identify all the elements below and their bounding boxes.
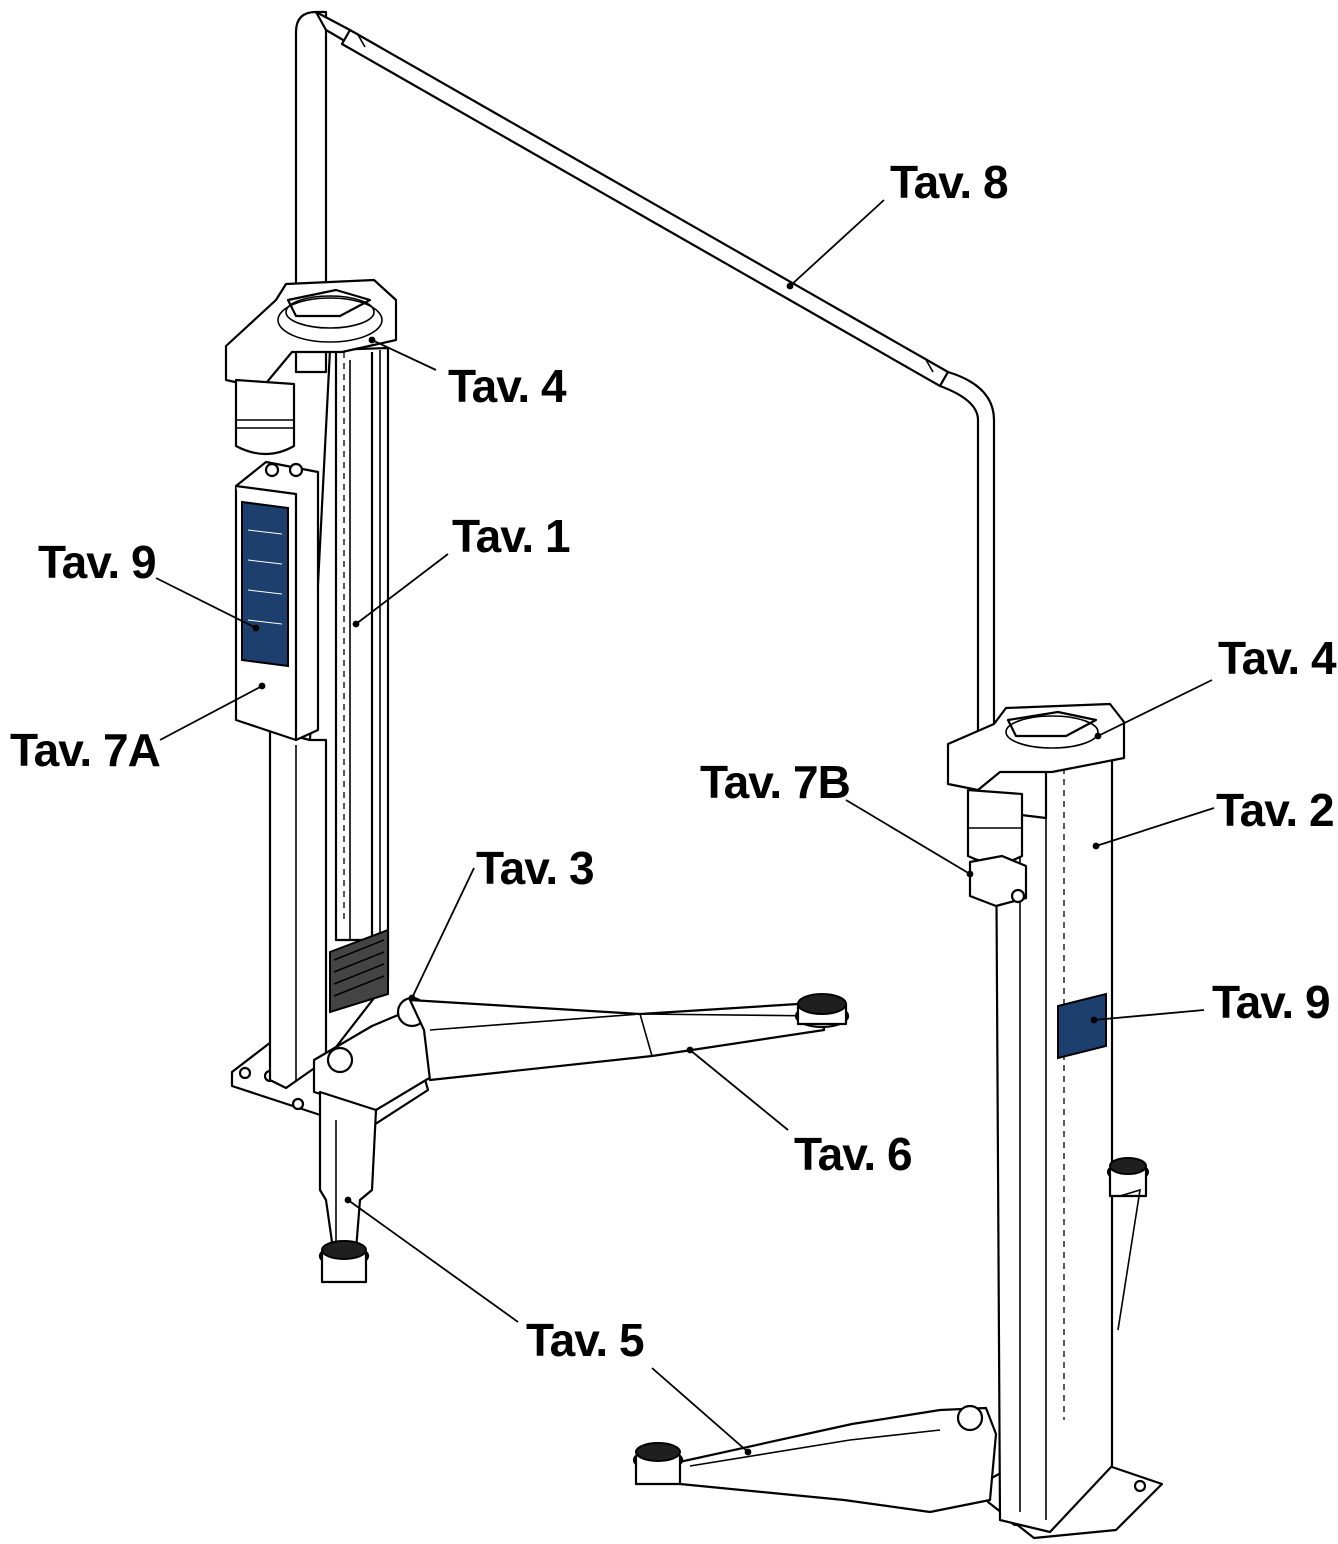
label-tav3: Tav. 3: [476, 842, 594, 894]
left-arms: [312, 993, 850, 1284]
label-tav7a: Tav. 7A: [10, 724, 160, 776]
label-tav4-right: Tav. 4: [1218, 632, 1337, 684]
right-column: [946, 702, 1164, 1540]
label-tav8: Tav. 8: [890, 156, 1008, 208]
label-tav2: Tav. 2: [1216, 784, 1334, 836]
label-tav7b: Tav. 7B: [700, 756, 850, 808]
label-tav1: Tav. 1: [452, 510, 570, 562]
overhead-bar: [294, 10, 996, 750]
callouts: Tav. 8 Tav. 4 Tav. 1 Tav. 9 Tav. 7A Tav.…: [10, 156, 1338, 1456]
label-tav4-left: Tav. 4: [448, 360, 567, 412]
left-column: [224, 278, 430, 1132]
label-tav6: Tav. 6: [794, 1128, 912, 1180]
right-arms: [632, 1157, 1150, 1514]
label-tav5: Tav. 5: [526, 1314, 644, 1366]
label-tav9-right: Tav. 9: [1212, 976, 1330, 1028]
label-tav9-left: Tav. 9: [38, 536, 156, 588]
